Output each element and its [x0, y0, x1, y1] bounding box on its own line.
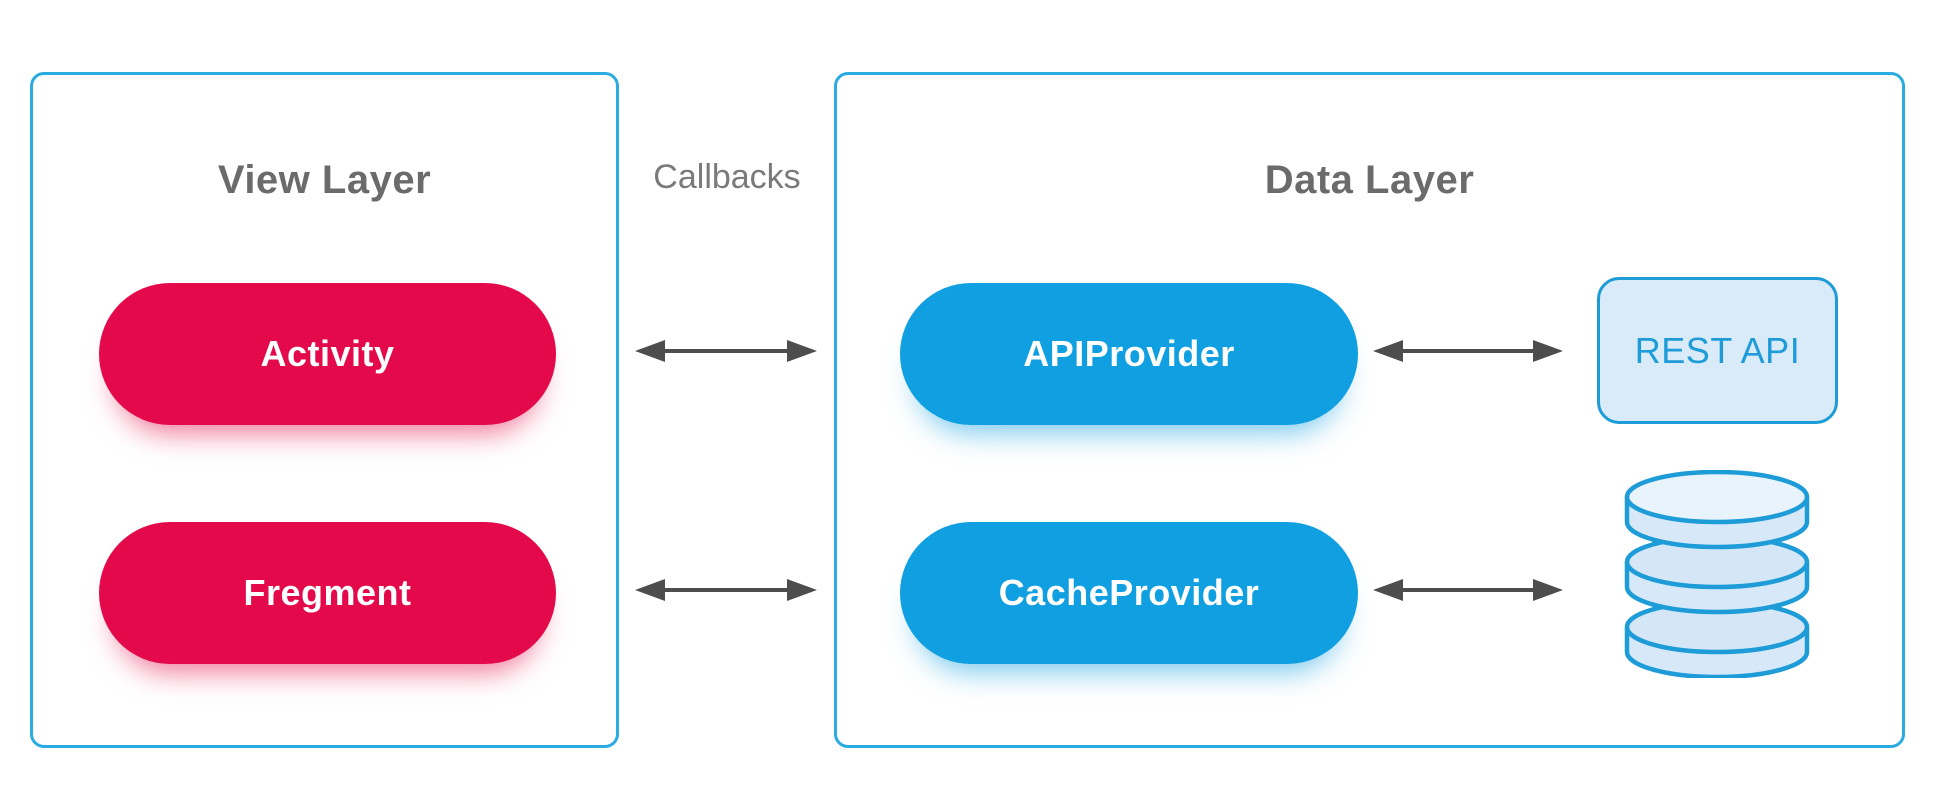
- double-arrow-activity-apiprovider: [635, 340, 817, 362]
- data-layer-title: Data Layer: [1264, 158, 1475, 202]
- node-activity: Activity: [99, 283, 556, 425]
- rest-api-box: REST API: [1597, 277, 1838, 424]
- view-layer-panel: View Layer Activity Fregment: [30, 72, 619, 748]
- double-arrow-apiprovider-restapi: [1373, 340, 1563, 362]
- double-arrow-fregment-cacheprovider: [635, 579, 817, 601]
- double-arrow-cacheprovider-database: [1373, 579, 1563, 601]
- view-layer-title: View Layer: [217, 158, 432, 202]
- callbacks-label: Callbacks: [653, 158, 801, 196]
- node-fregment: Fregment: [99, 522, 556, 664]
- node-cacheprovider: CacheProvider: [900, 522, 1358, 664]
- node-apiprovider: APIProvider: [900, 283, 1358, 425]
- database-icon: [1624, 470, 1810, 678]
- rest-api-label: REST API: [1634, 329, 1801, 371]
